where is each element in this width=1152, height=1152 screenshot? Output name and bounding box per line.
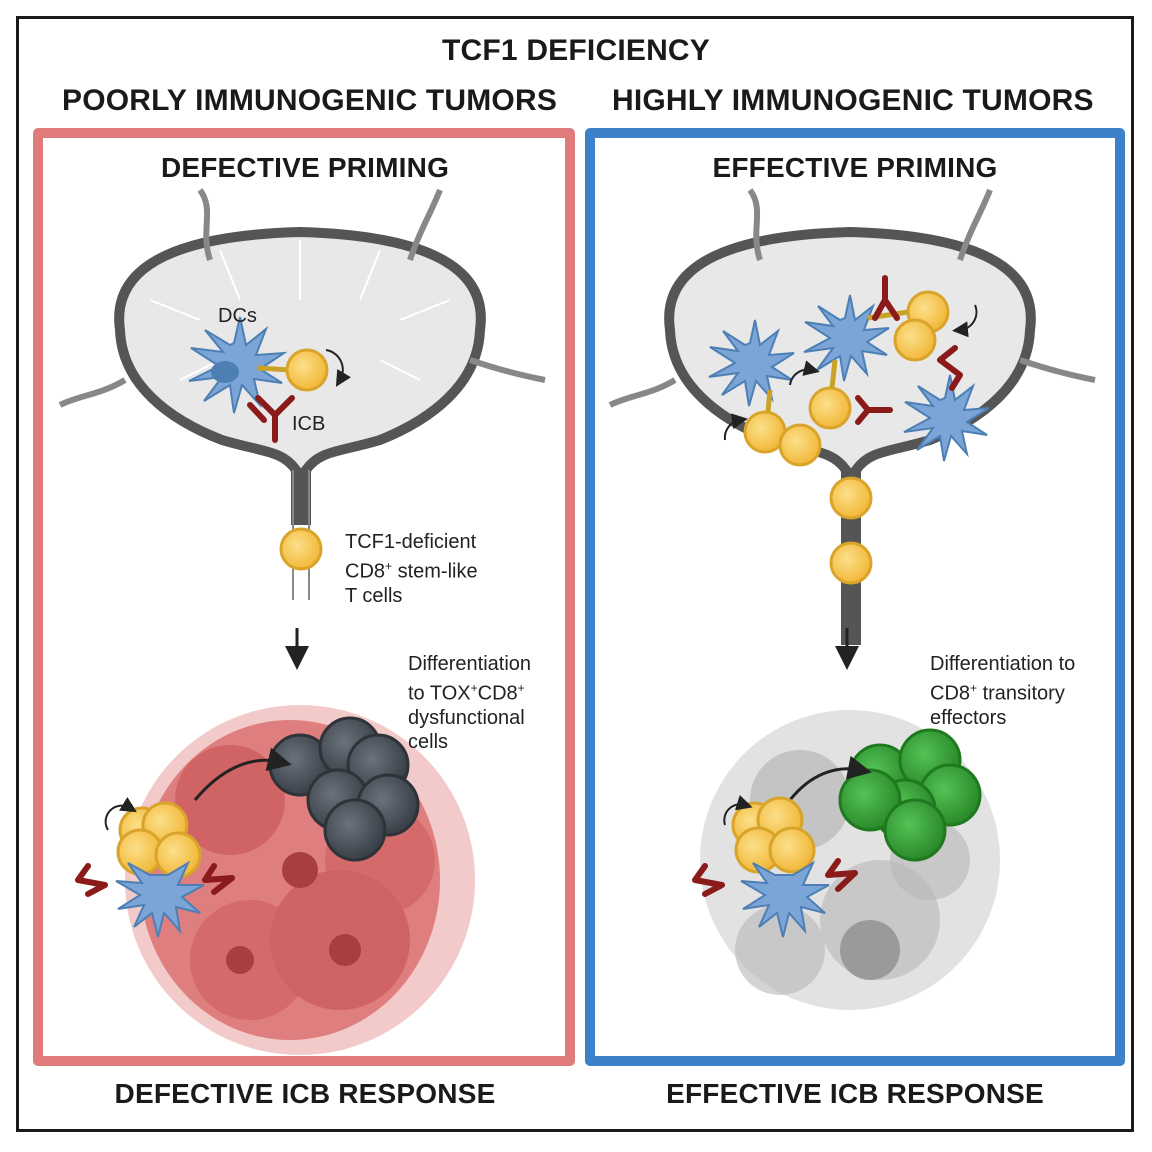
left-panel — [33, 128, 575, 1066]
cd8-text: CD8 — [930, 682, 971, 705]
label-left-diff-line4: cells — [408, 730, 449, 753]
sup-plus: + — [470, 681, 478, 695]
right-tumor-tcells — [731, 796, 816, 874]
label-left-diff-line3: dysfunctional — [408, 706, 525, 729]
left-heading: POORLY IMMUNOGENIC TUMORS — [62, 84, 558, 117]
right-node-tcells — [743, 290, 950, 467]
label-right-diff-line3: effectors — [930, 706, 1007, 729]
cd8-text: CD8 — [345, 560, 386, 583]
label-right-diff-line1: Differentiation to — [930, 653, 1076, 675]
right-response-title: EFFECTIVE ICB RESPONSE — [666, 1078, 1044, 1109]
label-right-differentiation: Differentiation to CD8+ transitory effec… — [930, 652, 1075, 730]
label-stemlike-tcells: TCF1-deficient CD8+ stem-like T cells — [345, 530, 478, 608]
left-tumor-dendritic-cell — [115, 860, 205, 938]
right-panel — [585, 128, 1125, 1066]
right-node-dendritic-cells — [708, 294, 990, 462]
label-stemlike-line1: TCF1-deficient — [345, 531, 477, 553]
figure-frame — [16, 16, 1134, 1132]
label-left-diff-line2: to TOX+CD8+ — [408, 676, 531, 706]
right-priming-title: EFFECTIVE PRIMING — [712, 152, 998, 183]
left-tumor-antibodies — [75, 863, 235, 897]
label-icb: ICB — [292, 413, 326, 435]
figure-title: TCF1 DEFICIENCY — [441, 34, 711, 67]
cd8-text: CD8 — [477, 682, 518, 705]
label-left-differentiation: Differentiation to TOX+CD8+ dysfunctiona… — [408, 652, 531, 754]
left-priming-title: DEFECTIVE PRIMING — [160, 152, 450, 183]
sup-plus: + — [970, 681, 978, 695]
right-emigrating-tcell-1 — [829, 476, 873, 520]
stemlike-text: stem-like — [397, 560, 478, 583]
right-node-proliferation-arrows — [723, 304, 978, 441]
label-dcs: DCs — [218, 305, 257, 327]
left-node-tcell — [285, 348, 329, 392]
label-stemlike-line3: T cells — [345, 584, 403, 607]
left-node-antibody — [247, 395, 295, 443]
right-node-antibodies — [855, 275, 963, 425]
left-node-dendritic-cell — [188, 316, 288, 414]
tox-text: to TOX — [408, 682, 471, 705]
label-right-diff-line2: CD8+ transitory — [930, 676, 1075, 706]
left-stemlike-tcell — [279, 527, 323, 571]
right-tumor-dendritic-cell — [740, 860, 830, 938]
right-heading: HIGHLY IMMUNOGENIC TUMORS — [612, 84, 1094, 117]
label-left-diff-line1: Differentiation — [408, 653, 532, 675]
right-tumor-antibodies — [692, 858, 858, 897]
label-stemlike-line2: CD8+ stem-like — [345, 554, 478, 584]
left-response-title: DEFECTIVE ICB RESPONSE — [114, 1078, 496, 1109]
left-dysfunctional-cells — [268, 716, 420, 862]
sup-plus: + — [385, 559, 393, 573]
right-emigrating-tcell-2 — [829, 541, 873, 585]
sup-plus: + — [517, 681, 525, 695]
transitory-text: transitory — [982, 682, 1065, 705]
